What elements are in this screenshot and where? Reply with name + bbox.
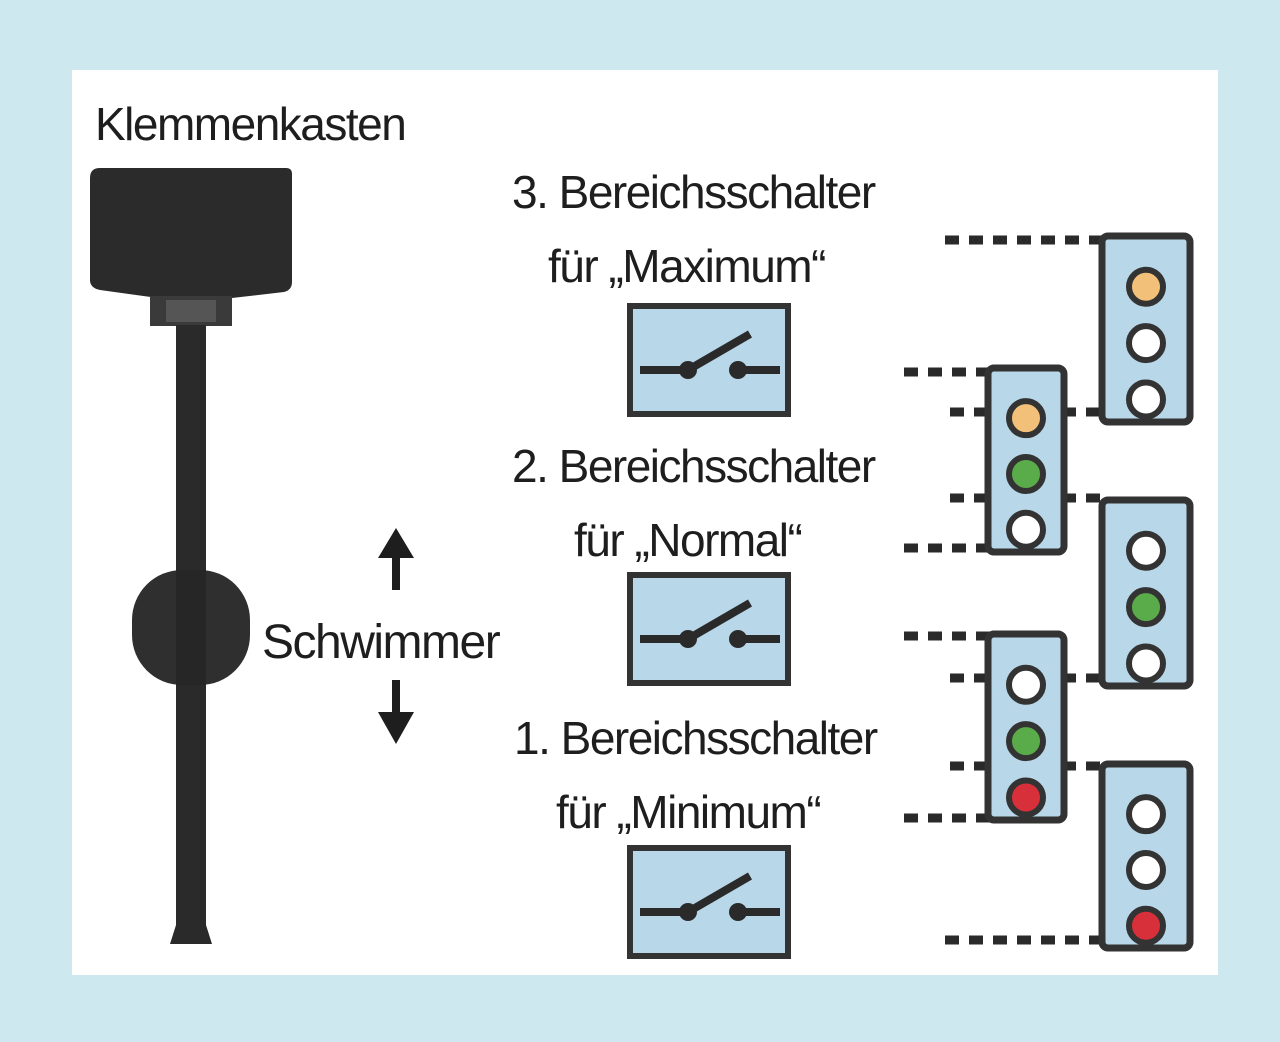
switch-2-symbol xyxy=(627,572,791,686)
indicator-group xyxy=(984,232,1194,952)
switch2-label-line2: für „Normal“ xyxy=(574,514,802,566)
indicator-light-off xyxy=(1126,379,1166,420)
switch2-label-line1: 2. Bereichsschalter xyxy=(512,440,876,492)
indicator-light-off xyxy=(1126,849,1166,890)
indicator-light-off xyxy=(1126,323,1166,364)
indicator-light-green xyxy=(1006,453,1046,494)
indicator-light-red xyxy=(1126,905,1166,946)
indicator-light-yellow xyxy=(1006,398,1046,439)
indicator-light-green xyxy=(1126,587,1166,628)
float-label: Schwimmer xyxy=(262,616,501,669)
arrow-up-icon xyxy=(378,528,414,590)
switch1-label-line2: für „Minimum“ xyxy=(556,786,820,838)
rod-tip xyxy=(170,925,212,944)
indicator-upper-middle xyxy=(984,364,1068,556)
switch-1-symbol xyxy=(627,845,791,959)
arrow-down-icon xyxy=(378,680,414,744)
terminal-box-label: Klemmenkasten xyxy=(95,98,405,150)
switch-3-symbol xyxy=(627,303,791,417)
terminal-box xyxy=(90,168,292,326)
indicator-light-off xyxy=(1126,794,1166,835)
indicator-light-green xyxy=(1006,721,1046,762)
switch-label-3: 3. Bereichsschalter für „Maximum“ xyxy=(512,166,877,292)
float xyxy=(132,570,250,685)
switch3-label-line2: für „Maximum“ xyxy=(548,240,825,292)
indicator-light-off xyxy=(1006,664,1046,705)
indicator-light-yellow xyxy=(1126,266,1166,307)
indicator-lower-middle xyxy=(984,630,1068,824)
leader-lines xyxy=(904,235,1102,945)
indicator-light-red xyxy=(1006,777,1046,818)
switch3-label-line1: 3. Bereichsschalter xyxy=(512,166,876,218)
indicator-bottom-right xyxy=(1098,760,1194,952)
indicator-light-off xyxy=(1126,643,1166,684)
switch1-label-line1: 1. Bereichsschalter xyxy=(514,712,878,764)
switch-label-1: 1. Bereichsschalter für „Minimum“ xyxy=(514,712,879,838)
switch-label-2: 2. Bereichsschalter für „Normal“ xyxy=(512,440,877,566)
indicator-top-right xyxy=(1098,232,1194,426)
indicator-light-off xyxy=(1006,509,1046,550)
indicator-mid-right xyxy=(1098,496,1194,690)
indicator-light-off xyxy=(1126,530,1166,571)
